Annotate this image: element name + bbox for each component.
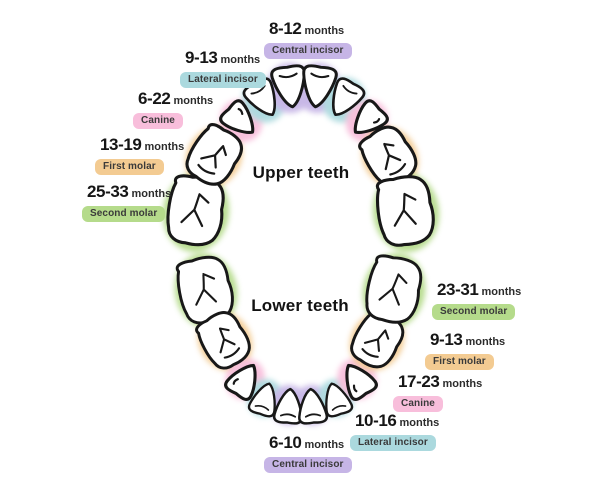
- tooth-type-chip: Canine: [393, 396, 443, 412]
- range-months: 13-19: [100, 135, 142, 154]
- range-months: 9-13: [185, 48, 218, 67]
- tooth-type-chip: Second molar: [82, 206, 166, 222]
- range-unit: months: [442, 378, 483, 390]
- range-months: 25-33: [87, 182, 129, 201]
- range-unit: months: [465, 336, 506, 348]
- tooth-type-chip: Central incisor: [264, 457, 352, 473]
- lower-teeth-title: Lower teeth: [251, 296, 349, 315]
- range-unit: months: [144, 141, 185, 153]
- tooth-type-chip: Lateral incisor: [180, 72, 266, 88]
- tooth-type-chip: First molar: [95, 159, 164, 175]
- tooth-type-chip: Second molar: [432, 304, 516, 320]
- range-months: 6-10: [269, 433, 302, 452]
- range-months: 8-12: [269, 19, 302, 38]
- range-unit: months: [304, 439, 345, 451]
- tooth-type-chip: First molar: [425, 354, 494, 370]
- range-unit: months: [304, 25, 345, 37]
- range-months: 17-23: [398, 372, 440, 391]
- tooth-type-chip: Canine: [133, 113, 183, 129]
- range-months: 10-16: [355, 411, 397, 430]
- range-months: 23-31: [437, 280, 479, 299]
- tooth-type-chip: Central incisor: [264, 43, 352, 59]
- range-unit: months: [399, 417, 440, 429]
- range-unit: months: [220, 54, 261, 66]
- range-unit: months: [173, 95, 214, 107]
- tooth-type-chip: Lateral incisor: [350, 435, 436, 451]
- range-unit: months: [131, 188, 172, 200]
- upper-right-second-molar-tooth: [372, 172, 439, 250]
- range-months: 9-13: [430, 330, 463, 349]
- range-months: 6-22: [138, 89, 171, 108]
- range-unit: months: [481, 286, 522, 298]
- upper-teeth-title: Upper teeth: [252, 163, 350, 182]
